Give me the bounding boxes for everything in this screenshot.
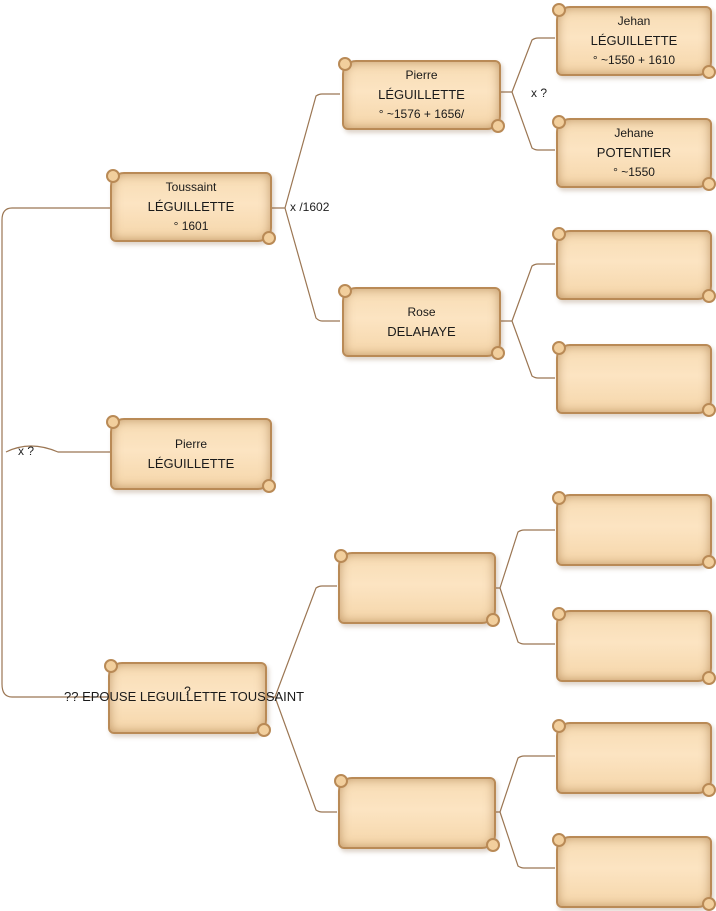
union-label-jehan-jehane: x ? xyxy=(531,86,548,100)
person-card-empty[interactable] xyxy=(552,341,716,417)
union-label-pierre-rose: x /1602 xyxy=(290,200,330,214)
person-card-spouse[interactable]: ? xyxy=(104,659,271,737)
person-dates: ° ~1576 + 1656/ xyxy=(378,107,465,121)
connector-empty1-parents xyxy=(495,529,555,645)
connector-toussaint-spouse xyxy=(1,207,110,698)
person-first-name: Pierre xyxy=(405,68,438,82)
person-card-empty[interactable] xyxy=(552,607,716,685)
person-first-name: Toussaint xyxy=(165,180,217,194)
person-card-rose[interactable]: Rose DELAHAYE xyxy=(338,284,505,360)
person-card-empty[interactable] xyxy=(552,719,716,797)
person-card-jehane[interactable]: Jehane POTENTIER ° ~1550 xyxy=(552,115,716,191)
person-last-name: LÉGUILLETTE xyxy=(147,199,235,214)
union-label-toussaint-spouse: x ? xyxy=(18,444,35,458)
person-card-empty[interactable] xyxy=(552,833,716,911)
person-last-name: POTENTIER xyxy=(596,145,672,160)
person-card-empty[interactable] xyxy=(552,491,716,569)
person-card-empty[interactable] xyxy=(334,549,500,627)
person-first-name: ? xyxy=(184,683,191,698)
person-first-name: Jehan xyxy=(617,14,651,28)
person-card-empty[interactable] xyxy=(552,227,716,303)
person-first-name: Pierre xyxy=(174,436,207,451)
person-card-pierre-child[interactable]: Pierre LÉGUILLETTE xyxy=(106,415,276,493)
person-card-empty[interactable] xyxy=(334,774,500,852)
person-card-pierre-father[interactable]: Pierre LÉGUILLETTE ° ~1576 + 1656/ xyxy=(338,57,505,133)
connector-empty2-parents xyxy=(495,755,555,869)
person-card-toussaint[interactable]: Toussaint LÉGUILLETTE ° 1601 xyxy=(106,169,276,245)
person-first-name: Jehane xyxy=(614,126,654,140)
person-dates: ° 1601 xyxy=(173,219,209,233)
person-last-name: LÉGUILLETTE xyxy=(590,33,678,48)
person-last-name-spouse: ?? EPOUSE LEGUILLETTE TOUSSAINT xyxy=(64,689,305,704)
person-dates: ° ~1550 + 1610 xyxy=(592,53,676,67)
person-last-name: LÉGUILLETTE xyxy=(378,87,465,102)
person-last-name: LÉGUILLETTE xyxy=(147,455,235,471)
person-card-jehan[interactable]: Jehan LÉGUILLETTE ° ~1550 + 1610 xyxy=(552,3,716,79)
person-dates: ° ~1550 xyxy=(613,165,655,179)
connector-union-to-child xyxy=(5,445,110,453)
connector-pierre-parents xyxy=(500,37,555,151)
connector-toussaint-parents xyxy=(272,93,340,322)
person-first-name: Rose xyxy=(407,304,436,319)
connector-rose-parents xyxy=(500,263,555,379)
person-last-name: DELAHAYE xyxy=(387,323,456,339)
